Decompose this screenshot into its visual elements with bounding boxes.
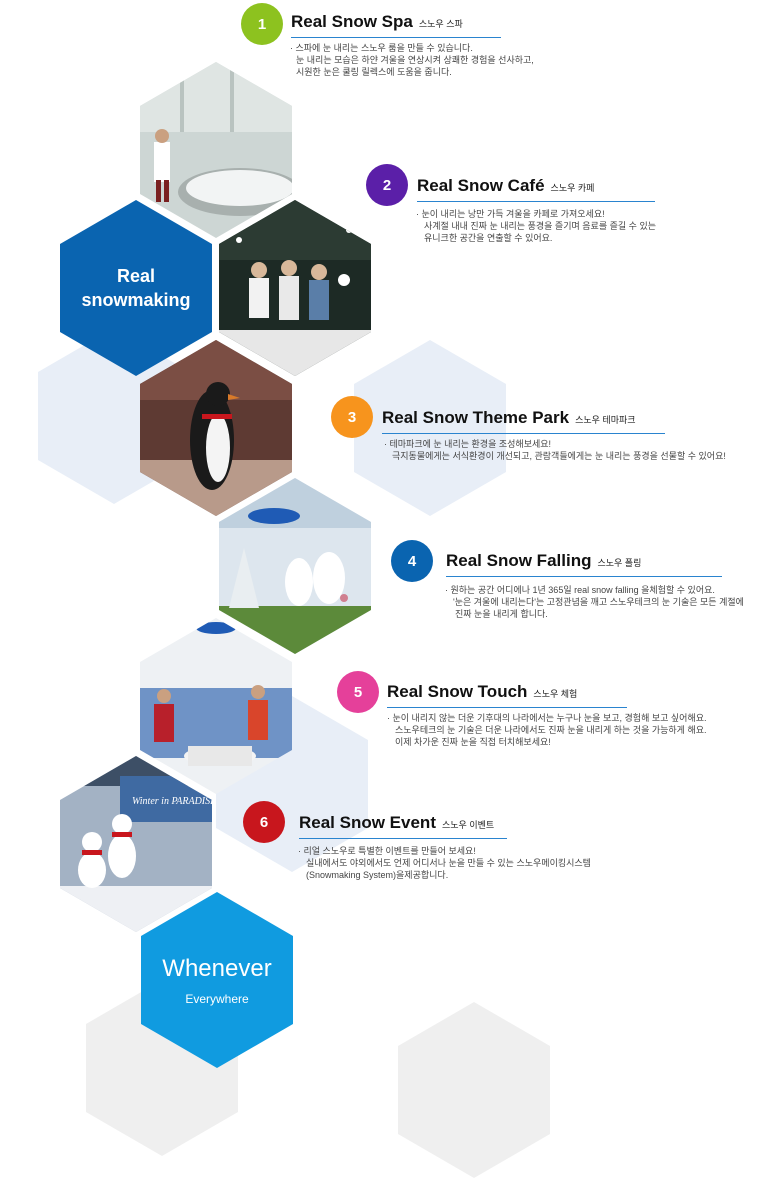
section-description: · 원하는 공간 어디에나 1년 365일 real snow falling … xyxy=(445,584,744,620)
section-description: · 눈이 내리지 않는 더운 기후대의 나라에서는 누구나 눈을 보고, 경험해… xyxy=(387,712,707,748)
section-title-ko: 스노우 폴링 xyxy=(597,558,642,568)
photo-snow-falling xyxy=(219,478,371,654)
desc-line: · 테마파크에 눈 내리는 환경을 조성해보세요! xyxy=(384,439,552,449)
section-title: Real Snow Touch 스노우 체험 xyxy=(387,682,627,708)
desc-line: 시원한 눈은 쿨링 릴렉스에 도움을 줍니다. xyxy=(296,67,452,77)
photo-snow-cafe xyxy=(219,200,371,376)
section-title-ko: 스노우 체험 xyxy=(533,689,578,699)
photo-snow-event: Winter in PARADISE xyxy=(60,756,212,932)
desc-line: · 눈이 내리지 않는 더운 기후대의 나라에서는 누구나 눈을 보고, 경험해… xyxy=(387,713,707,723)
section-title-en: Real Snow Theme Park xyxy=(382,408,570,427)
section-description: · 눈이 내리는 낭만 가득 겨울을 카페로 가져오세요! 사계절 내내 진짜 … xyxy=(416,208,656,244)
event-sign-text: Winter in PARADISE xyxy=(132,796,212,807)
section-title-en: Real Snow Spa xyxy=(291,12,413,31)
everywhere-text: Everywhere xyxy=(185,992,249,1006)
section-title-ko: 스노우 테마파크 xyxy=(575,415,636,425)
desc-line: · 스파에 눈 내리는 스노우 룸을 만들 수 있습니다. xyxy=(290,43,473,53)
desc-line: · 눈이 내리는 낭만 가득 겨울을 카페로 가져오세요! xyxy=(416,209,605,219)
section-title-en: Real Snow Café xyxy=(417,176,545,195)
desc-line: 스노우테크의 눈 기술은 더운 나라에서도 진짜 눈을 내리게 하는 것을 가능… xyxy=(395,725,707,735)
section-title-ko: 스노우 스파 xyxy=(418,19,463,29)
desc-line: 진짜 눈을 내리게 합니다. xyxy=(455,609,548,619)
section-number: 5 xyxy=(337,671,379,713)
section-title: Real Snow Theme Park 스노우 테마파크 xyxy=(382,408,665,434)
desc-line: 사계절 내내 진짜 눈 내리는 풍경을 즐기며 음료를 즐길 수 있는 xyxy=(424,221,657,231)
brand-line1: Real xyxy=(116,266,156,286)
desc-line: · 리얼 스노우로 특별한 이벤트를 만들어 보세요! xyxy=(298,846,476,856)
desc-line: 극지동물에게는 서식환경이 개선되고, 관람객들에게는 눈 내리는 풍경을 선물… xyxy=(392,451,726,461)
section-title: Real Snow Spa 스노우 스파 xyxy=(291,12,501,38)
section-number: 3 xyxy=(331,396,373,438)
section-description: · 테마파크에 눈 내리는 환경을 조성해보세요! 극지동물에게는 서식환경이 … xyxy=(384,438,726,462)
section-title-en: Real Snow Touch xyxy=(387,682,528,701)
desc-line: · 원하는 공간 어디에나 1년 365일 real snow falling … xyxy=(445,585,715,595)
desc-line: '눈은 겨울에 내리는다'는 고정관념을 깨고 스노우테크의 눈 기술은 모든 … xyxy=(453,597,744,607)
bg-hex xyxy=(354,340,506,516)
desc-line: (Snowmaking System)을제공합니다. xyxy=(306,870,449,880)
desc-line: 유니크한 공간을 연출할 수 있어요. xyxy=(424,233,553,243)
bg-hex xyxy=(398,1002,550,1178)
section-title-en: Real Snow Event xyxy=(299,813,436,832)
section-title: Real Snow Event 스노우 이벤트 xyxy=(299,813,507,839)
section-number: 1 xyxy=(241,3,283,45)
desc-line: 눈 내리는 모습은 하얀 겨울을 연상시켜 상쾌한 경험을 선사하고, xyxy=(296,55,534,65)
section-number: 2 xyxy=(366,164,408,206)
desc-line: 이제 차가운 진짜 눈을 직접 터치해보세요! xyxy=(395,737,551,747)
section-title-ko: 스노우 이벤트 xyxy=(441,820,495,830)
section-title: Real Snow Café 스노우 카페 xyxy=(417,176,655,202)
desc-line: 실내에서도 야외에서도 언제 어디서나 눈을 만들 수 있는 스노우메이킹시스템 xyxy=(306,858,591,868)
section-description: · 리얼 스노우로 특별한 이벤트를 만들어 보세요! 실내에서도 야외에서도 … xyxy=(298,845,591,881)
section-number: 6 xyxy=(243,801,285,843)
section-title-en: Real Snow Falling xyxy=(446,551,592,570)
section-title-ko: 스노우 카페 xyxy=(550,183,595,193)
photo-snow-spa xyxy=(140,62,292,238)
section-description: · 스파에 눈 내리는 스노우 룸을 만들 수 있습니다. 눈 내리는 모습은 … xyxy=(290,42,534,78)
brand-line2: snowmaking xyxy=(81,290,191,310)
section-number: 4 xyxy=(391,540,433,582)
section-title: Real Snow Falling 스노우 폴링 xyxy=(446,551,722,577)
whenever-text: Whenever xyxy=(162,955,272,982)
